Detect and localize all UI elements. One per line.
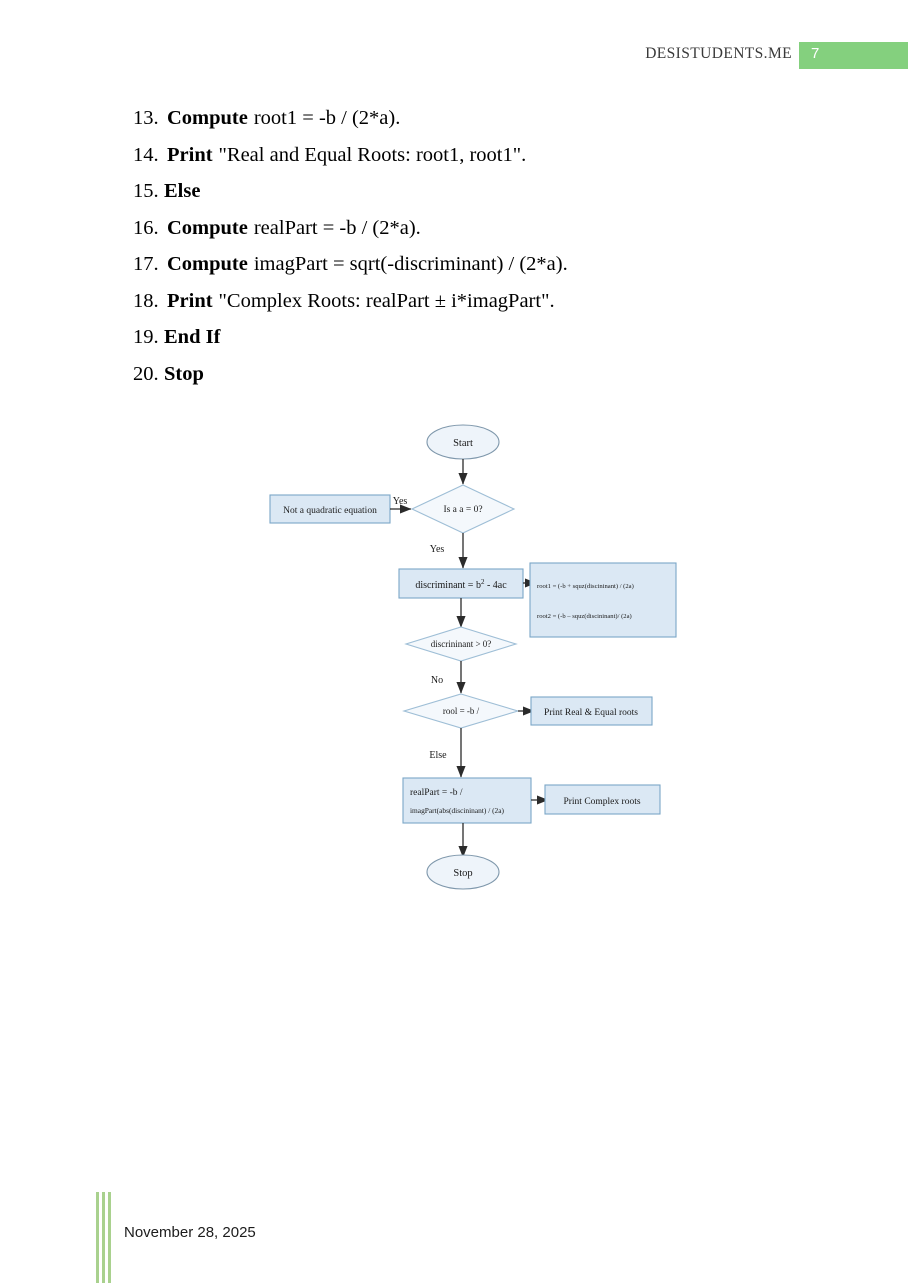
flowchart-discriminant-label: discriminant = b2 - 4ac	[415, 578, 507, 591]
list-item: 14. Print "Real and Equal Roots: root1, …	[133, 143, 833, 166]
flowchart-root2-label: root2 = (-b – squz(discininant)/ (2a)	[537, 613, 632, 620]
flowchart-imagpart-label: imagPart(abs(discininant) / (2a)	[410, 806, 505, 815]
step-keyword: Compute	[167, 107, 248, 129]
footer-decoration-bars	[96, 1192, 112, 1283]
step-number: 18.	[133, 289, 159, 312]
flowchart-node-print-real-equal: Print Real & Equal roots	[530, 696, 653, 726]
list-item: 18. Print "Complex Roots: realPart ± i*i…	[133, 289, 833, 312]
flowchart-node-realpart: realPart = -b / imagPart(abs(discininant…	[402, 777, 532, 824]
step-text: realPart = -b / (2*a).	[253, 216, 421, 239]
flowchart-stop-label: Stop	[453, 868, 472, 879]
edge-label-else: Else	[429, 750, 447, 761]
flowchart-realpart-label: realPart = -b /	[410, 788, 463, 798]
list-item: 19. End If	[133, 327, 833, 348]
step-number: 19.	[133, 326, 159, 348]
flowchart-not-quadratic-label: Not a quadratic equation	[283, 506, 377, 516]
flowchart-node-root-equal: rool = -b /	[402, 693, 520, 729]
flowchart-is-a-zero-label: Is a a = 0?	[443, 505, 482, 515]
list-item: 13. Compute root1 = -b / (2*a).	[133, 108, 833, 129]
footer-bar-3	[108, 1192, 111, 1283]
footer-bar-1	[96, 1192, 99, 1283]
flowchart-node-start: Start	[426, 424, 500, 460]
page-header: DESISTUDENTS.ME 7	[0, 42, 908, 72]
edge-label-yes-not-quadratic: Yes	[393, 496, 408, 507]
flowchart-node-not-quadratic: Not a quadratic equation	[269, 494, 391, 524]
step-number: 14.	[133, 143, 159, 166]
step-keyword: End If	[164, 326, 221, 348]
step-number: 16.	[133, 216, 159, 239]
page-number-text: 7	[811, 45, 820, 62]
step-keyword: Compute	[167, 253, 248, 275]
step-text: "Complex Roots: realPart ± i*imagPart".	[218, 289, 555, 312]
edge-label-yes-continue: Yes	[430, 544, 445, 555]
flowchart-node-stop: Stop	[426, 854, 500, 890]
step-text: root1 = -b / (2*a).	[253, 107, 401, 129]
flowchart-root1-label: root1 = (-b + squz(discininant) / (2a)	[537, 583, 634, 590]
edge-label-no: No	[431, 675, 443, 686]
step-keyword: Compute	[167, 216, 248, 239]
flowchart-start-label: Start	[453, 438, 473, 449]
list-item: 20. Stop	[133, 362, 833, 385]
page-number-badge: 7	[799, 42, 908, 69]
flowchart-discriminant-check-label: discrininant > 0?	[431, 639, 492, 649]
list-item: 16. Compute realPart = -b / (2*a).	[133, 216, 833, 239]
step-number: 15.	[133, 180, 159, 202]
list-item: 15. Else	[133, 181, 833, 202]
list-item: 17. Compute imagPart = sqrt(-discriminan…	[133, 254, 833, 275]
footer-bar-2	[102, 1192, 105, 1283]
quadratic-roots-flowchart: Start Is a a = 0? Not a quadratic equati…	[0, 405, 908, 915]
algorithm-step-list: 13. Compute root1 = -b / (2*a). 14. Prin…	[133, 108, 833, 400]
header-site-name: DESISTUDENTS.ME	[645, 45, 792, 62]
flowchart-node-discriminant-check: discrininant > 0?	[404, 626, 518, 662]
step-keyword: Print	[167, 289, 213, 312]
step-number: 17.	[133, 253, 159, 275]
step-number: 13.	[133, 107, 159, 129]
step-keyword: Print	[167, 143, 213, 166]
step-text: "Real and Equal Roots: root1, root1".	[218, 143, 527, 166]
flowchart-node-roots: root1 = (-b + squz(discininant) / (2a) r…	[529, 562, 677, 638]
flowchart-node-print-complex: Print Complex roots	[544, 784, 661, 815]
flowchart-print-complex-label: Print Complex roots	[563, 797, 640, 807]
step-text: imagPart = sqrt(-discriminant) / (2*a).	[253, 253, 568, 275]
step-keyword: Else	[164, 180, 201, 202]
step-number: 20.	[133, 362, 159, 385]
flowchart-root-equal-label: rool = -b /	[443, 706, 480, 716]
footer-date: November 28, 2025	[124, 1224, 256, 1241]
flowchart-node-is-a-zero: Is a a = 0?	[410, 484, 516, 534]
flowchart-print-real-equal-label: Print Real & Equal roots	[544, 708, 638, 718]
flowchart-node-discriminant: discriminant = b2 - 4ac	[398, 568, 524, 599]
step-keyword: Stop	[164, 362, 204, 385]
